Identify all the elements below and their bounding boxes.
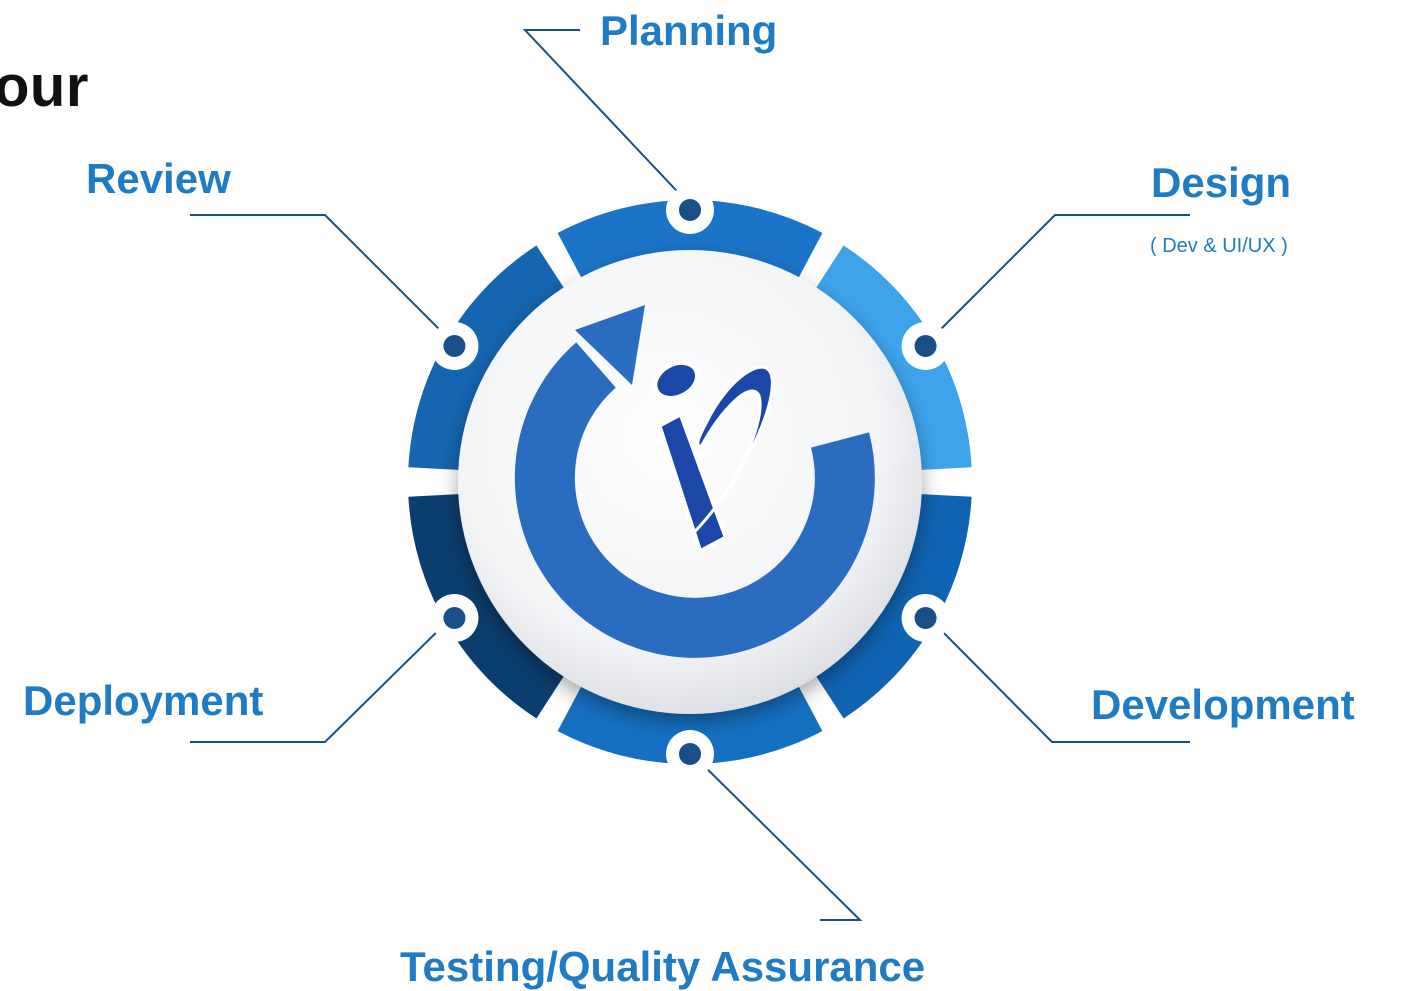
circular-arrow-icon [514, 305, 875, 658]
connector-review [190, 214, 453, 343]
connector-dot-review [430, 322, 479, 370]
connector-dot-deployment [430, 594, 479, 642]
step-planning: Planning [600, 7, 778, 54]
connector-dot-planning [666, 186, 714, 234]
ring-segment-deployment [408, 493, 570, 719]
connector-dot-design [901, 322, 950, 370]
ring-segment-review [408, 245, 570, 471]
connector-development [927, 616, 1190, 743]
step-development: Development [1091, 681, 1355, 728]
connector-dot-development [901, 594, 950, 642]
ring-segment-development [810, 493, 972, 719]
connector-lines [190, 29, 1190, 921]
connector-dots [430, 186, 950, 778]
connector-testing [689, 751, 863, 921]
step-design: Design [1151, 159, 1292, 206]
connector-deployment [190, 616, 453, 743]
connector-dot-testing [666, 730, 714, 778]
stylized-i-logo-icon [653, 360, 774, 555]
step-testing: Testing/Quality Assurance [400, 943, 926, 990]
step-design-subtitle: ( Dev & UI/UX ) [1150, 235, 1288, 257]
ring-segment-design [810, 245, 972, 471]
step-deployment: Deployment [23, 677, 264, 724]
step-review: Review [86, 155, 231, 202]
heading-fragment: our [0, 54, 89, 119]
connector-planning [522, 29, 691, 206]
connector-design [927, 214, 1190, 343]
